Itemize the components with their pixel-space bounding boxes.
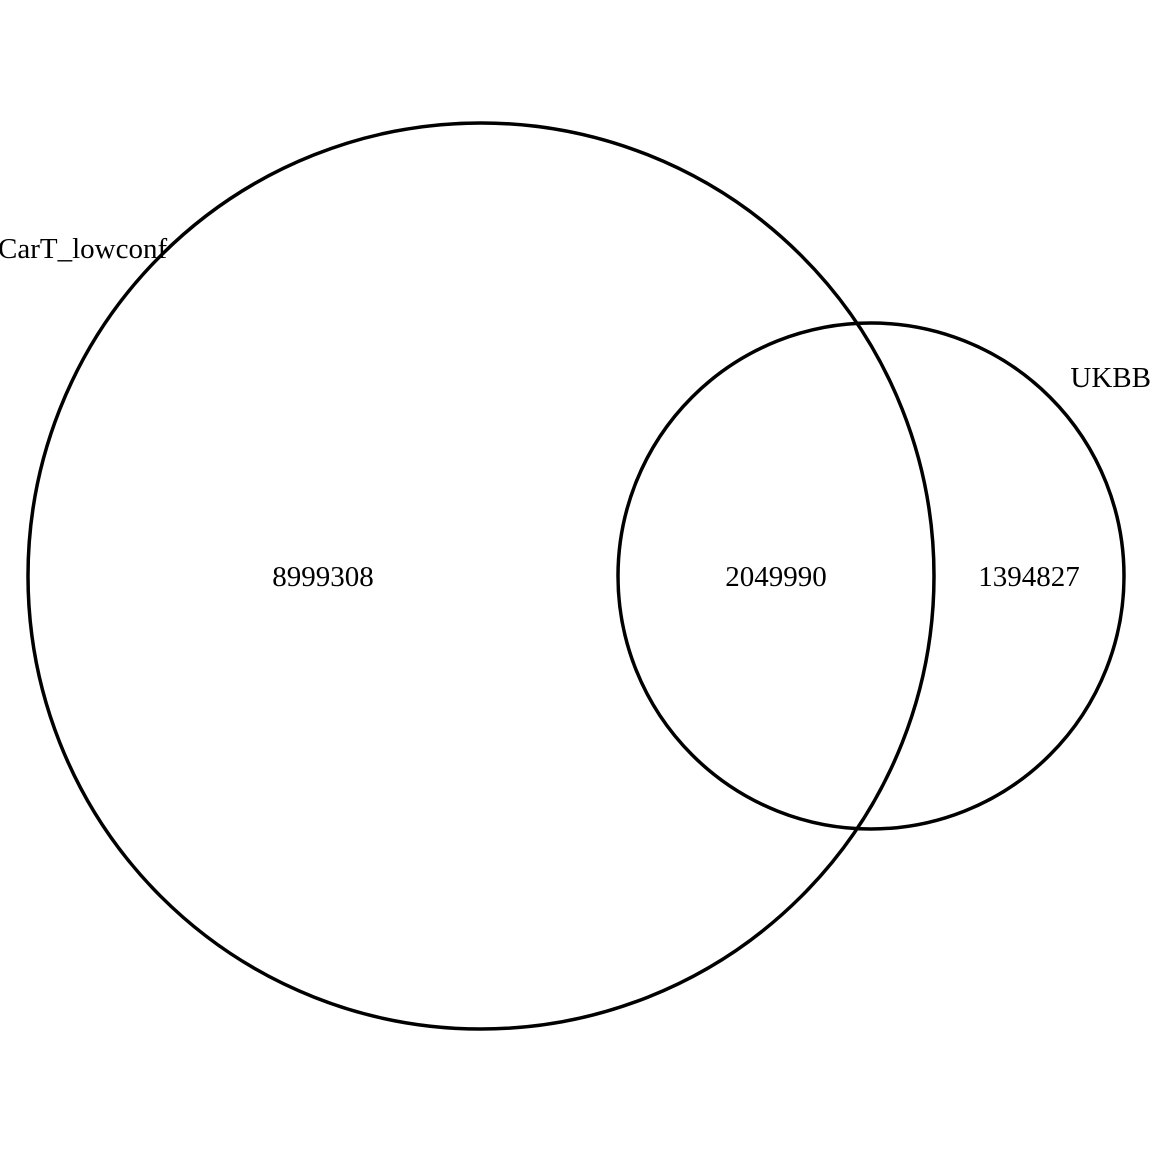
count-intersection: 2049990 [725,561,827,593]
set-circle-cart-lowconf [26,121,936,1031]
count-cart-lowconf-only: 8999308 [272,561,374,593]
count-ukbb-only: 1394827 [978,561,1080,593]
set-label-cart-lowconf: CarT_lowconf [0,233,167,265]
set-circle-ukbb [616,321,1126,831]
set-label-ukbb: UKBB [1070,362,1151,394]
